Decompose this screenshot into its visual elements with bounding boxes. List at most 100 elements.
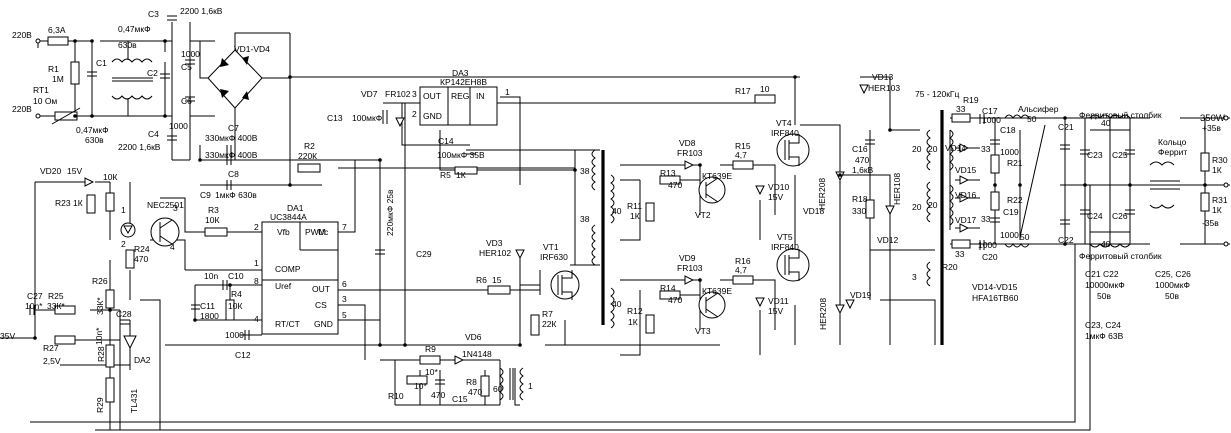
drv-turns-40a: 40: [612, 206, 622, 216]
resistor-r19: [951, 113, 971, 123]
resistor-r30: [1200, 152, 1210, 172]
diode-vd19: [845, 299, 855, 310]
vd6-ref: VD6: [465, 332, 482, 342]
da1-comp: COMP: [275, 264, 301, 274]
c3-value: 2200 1,6кВ: [180, 6, 223, 16]
resistor-r5: [454, 166, 478, 175]
cnote3-line1: C23, C24: [1085, 320, 1121, 330]
da3-part: КР142ЕН8В: [440, 77, 487, 87]
opto-pin4: 4: [170, 242, 175, 252]
zener-vd11: [755, 297, 765, 308]
da1-out: OUT: [312, 284, 330, 294]
output-power: 350W: [1200, 113, 1225, 124]
capacitor-c27: [29, 305, 35, 315]
capacitor-c18: [990, 139, 1000, 145]
resistor-10k: [105, 192, 115, 212]
r25-ref: R25: [48, 291, 64, 301]
vd14-ref: VD14: [945, 143, 967, 153]
r3-value: 10К: [205, 215, 219, 225]
r27-ref: R27: [43, 343, 59, 353]
c12-value: 1000: [225, 330, 244, 340]
r13-ref: R13: [660, 168, 676, 178]
choke-winding-top: [111, 58, 153, 63]
c16-ref: C16: [852, 144, 868, 154]
r11-ref: R11: [627, 201, 642, 211]
bridge-diode-marks: [220, 56, 249, 100]
resistor-r14: [659, 290, 681, 300]
r2-value: 220К: [298, 151, 317, 161]
current-sense: R9 VD6 1N4148 10* R10 10* 470 C15 R8 470…: [388, 332, 533, 404]
wires: [0, 22, 1230, 431]
diode-her108: [885, 205, 895, 216]
capacitor-c11: [191, 304, 200, 310]
resistor-r22: [990, 191, 1000, 211]
opto-pin2: 2: [121, 239, 126, 249]
capacitor-c25: [1125, 149, 1135, 155]
ferrite-choke-top: [1089, 114, 1131, 119]
r14-value: 470: [668, 295, 682, 305]
r3-ref: R3: [208, 205, 219, 215]
alsifer-core: [1019, 124, 1046, 238]
vt2-ref: VT2: [695, 210, 711, 220]
c28-value: 10n*: [94, 327, 104, 345]
diode-vd15: [959, 175, 970, 185]
r5-value: 1К: [456, 170, 466, 180]
capacitor-c9: [226, 180, 232, 190]
main-turns-3: 3: [912, 272, 917, 282]
c22-ref: C22: [1058, 235, 1074, 245]
r10-ref: R10: [388, 391, 404, 401]
mosfet-vt5: [776, 248, 810, 282]
ferrite1-turns: 40: [1101, 118, 1111, 128]
c1-ref: C1: [96, 58, 107, 68]
c9-value: 1мкФ 630в: [215, 190, 257, 200]
vt4-ref: VT4: [776, 118, 792, 128]
r21-ref: R21: [1007, 158, 1023, 168]
da3-pin-out: OUT: [423, 91, 441, 101]
output-pos: +35в: [1202, 123, 1221, 133]
r30-value: 1К: [1212, 165, 1222, 175]
da1-rtct: RT/CT: [275, 319, 300, 329]
da3-pin1: 1: [505, 87, 510, 97]
diode-vd7: [395, 117, 405, 128]
bridge-ref: VD1-VD4: [234, 44, 270, 54]
c8-ref: C8: [228, 169, 239, 179]
vt2-part: КТ639Е: [702, 171, 732, 181]
regulator-da3: DA3 КР142ЕН8В OUT REG IN GND 3 2 1 VD7 F…: [327, 68, 510, 180]
resistor-r8: [480, 375, 490, 397]
c7-ref: C7: [228, 123, 239, 133]
capacitor-c24: [1080, 209, 1090, 215]
resistor-r29: [105, 377, 115, 403]
capacitor-c14: [466, 149, 476, 155]
mains-filter: 220В 6,3А 220В R1 1М C1 RT1 10 Ом 0,47мк…: [12, 6, 223, 152]
r16-value: 4,7: [735, 265, 747, 275]
r4-ref: R4: [231, 289, 242, 299]
r17-ref: R17: [735, 86, 751, 96]
r21-value: 33: [981, 144, 991, 154]
r19-value: 33: [956, 104, 966, 114]
drv-pri-bot: [591, 224, 596, 266]
capacitor-c7: [226, 145, 232, 155]
c5-value: 1000: [181, 49, 200, 59]
resistor-r24: [125, 249, 135, 269]
r18-value: 330: [852, 206, 866, 216]
da3-pin-reg: REG: [451, 91, 469, 101]
resistor-r27: [54, 335, 76, 345]
zener-vd20: [84, 177, 95, 187]
r31-ref: R31: [1212, 195, 1228, 205]
resistor-r7: [530, 314, 540, 336]
capacitor-c17: [979, 114, 985, 124]
diode-vd8: [684, 160, 695, 170]
r6-ref: R6: [476, 275, 487, 285]
diodes-note-1: VD14-VD15: [972, 282, 1018, 292]
c8-value: 330мкФ 400В: [205, 150, 258, 160]
output-terminal-neg: [1223, 241, 1229, 247]
da1-pin6: 6: [342, 279, 347, 289]
vt5-ref: VT5: [777, 232, 793, 242]
r23-ref: R23: [55, 198, 71, 208]
capacitor-c3: [167, 15, 177, 21]
pwm-controller-da1: DA1 UC3844A Vfb PWM Uc COMP Uref OUT CS …: [254, 203, 347, 335]
drv-sec-bot: [610, 287, 615, 329]
drv-pri-top: [591, 149, 596, 191]
vd9-part: FR103: [677, 263, 703, 273]
